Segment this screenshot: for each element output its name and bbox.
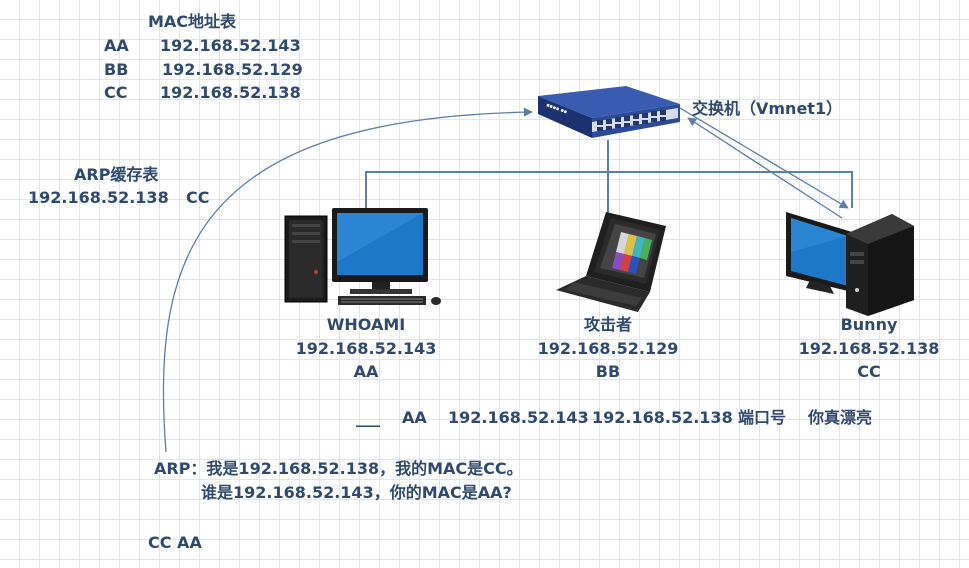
desktop-pc-icon xyxy=(284,208,441,305)
frame-dst-ip: 192.168.52.143 xyxy=(448,408,589,427)
desktop-pc-icon xyxy=(786,212,914,316)
arp-cache-ip: 192.168.52.138 xyxy=(28,188,169,207)
mac-table-ip-cc: 192.168.52.138 xyxy=(160,83,301,102)
mac-table-mac-bb: BB xyxy=(104,60,129,79)
host-bunny-mac: CC xyxy=(857,362,881,381)
arp-curve-arrow xyxy=(162,107,533,453)
switch-label: 交换机（Vmnet1） xyxy=(692,99,843,118)
mac-table-ip-aa: 192.168.52.143 xyxy=(160,36,301,55)
arp-cache-mac: CC xyxy=(186,188,210,207)
mac-table-mac-cc: CC xyxy=(104,83,128,102)
mac-table-mac-aa: AA xyxy=(104,36,129,55)
mac-table-title: MAC地址表 xyxy=(148,12,237,31)
switch-icon: ▪▪▪▪ ▪▪ xyxy=(538,86,680,138)
bunny-to-switch-arrow xyxy=(687,117,843,219)
arp-message-line2: 谁是192.168.52.143，你的MAC是AA? xyxy=(201,483,512,502)
frame-payload: 你真漂亮 xyxy=(808,408,873,427)
arp-cache-title: ARP缓存表 xyxy=(74,165,159,184)
host-attacker-mac: BB xyxy=(595,362,621,381)
footer-mac-pair: CC AA xyxy=(148,533,202,552)
host-attacker-ip: 192.168.52.129 xyxy=(537,339,679,358)
mac-table-ip-bb: 192.168.52.129 xyxy=(162,60,303,79)
frame-dst-mac: AA xyxy=(402,408,427,427)
host-whoami-mac: AA xyxy=(353,362,379,381)
frame-src-ip: 192.168.52.138 xyxy=(592,408,733,427)
network-bus-line xyxy=(365,171,853,210)
host-whoami-name: WHOAMI xyxy=(326,315,406,334)
frame-blank-field: ___ xyxy=(356,408,380,427)
host-attacker-name: 攻击者 xyxy=(583,315,632,334)
host-whoami-ip: 192.168.52.143 xyxy=(295,339,437,358)
frame-port: 端口号 xyxy=(738,408,787,427)
arp-message-line1: ARP：我是192.168.52.138，我的MAC是CC。 xyxy=(154,459,523,478)
switch-to-bunny-arrow xyxy=(679,107,849,209)
laptop-icon xyxy=(556,212,666,312)
host-bunny-name: Bunny xyxy=(840,315,898,334)
host-bunny-ip: 192.168.52.138 xyxy=(798,339,940,358)
